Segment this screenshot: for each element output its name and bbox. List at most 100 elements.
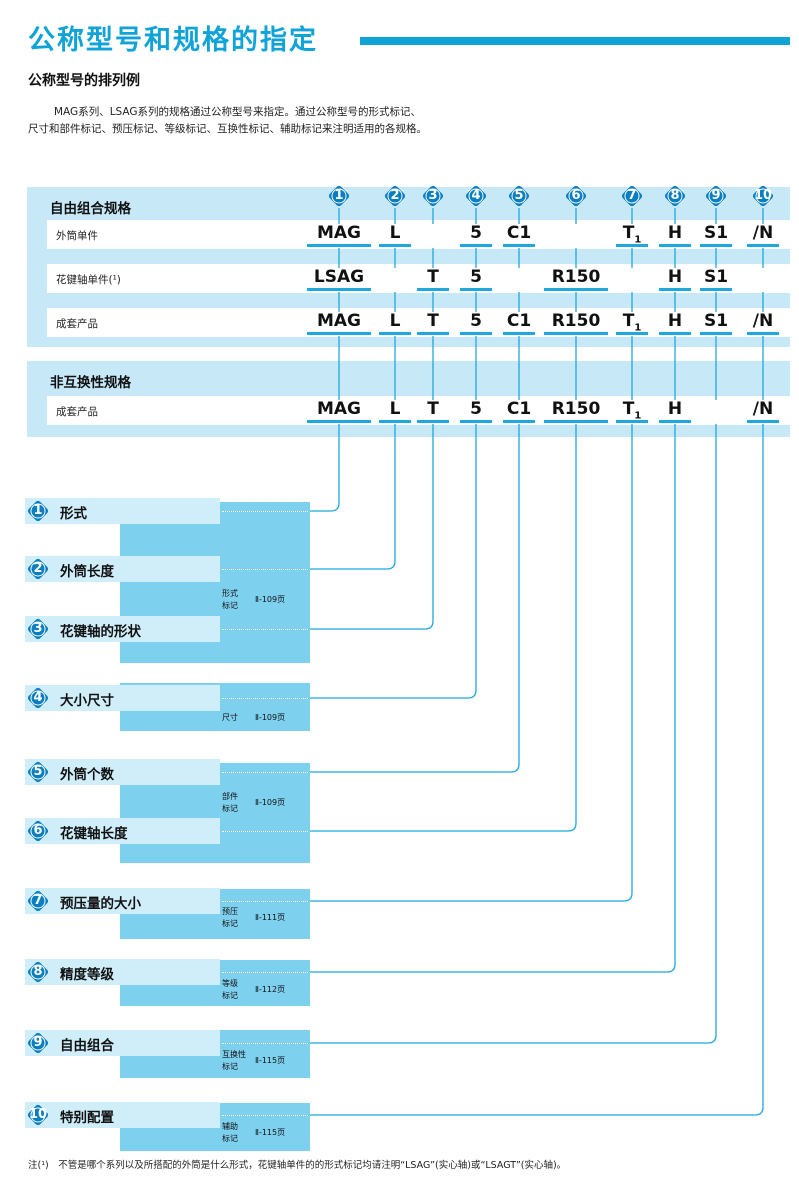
code-text: MAG <box>316 223 362 243</box>
column-badge-number: 2 <box>390 188 400 203</box>
column-badge-number: 4 <box>471 188 481 203</box>
diamond-badge-icon <box>384 185 406 207</box>
code-spline-shaft-3: T <box>398 267 468 287</box>
page-reference: Ⅱ-115页 <box>255 1128 286 1137</box>
item-connector-line <box>310 424 633 902</box>
group-label-line2: 标记 <box>222 991 238 1000</box>
code-non-interchangeable-set-4: 5 <box>441 399 511 419</box>
code-spline-shaft-8: H <box>640 267 710 287</box>
group-label: 等级标记 <box>222 978 238 1002</box>
group-label-line2: 标记 <box>222 1062 238 1071</box>
t-subscript: 1 <box>634 322 642 334</box>
code-text: /N <box>752 311 774 331</box>
code-underline <box>747 332 779 335</box>
code-underline <box>379 420 411 423</box>
item-number: 6 <box>33 823 43 838</box>
group-label: 形式标记 <box>222 588 238 612</box>
item-connector-line <box>310 424 340 512</box>
code-text: /N <box>752 399 774 419</box>
code-text: 5 <box>470 311 482 331</box>
item-number-badge: 1 <box>26 499 49 522</box>
spec-item-8 <box>25 959 220 985</box>
code-underline <box>460 420 492 423</box>
column-badge-number: 9 <box>711 188 721 203</box>
page-reference: Ⅱ-112页 <box>255 985 286 994</box>
code-text: S1 <box>703 267 729 287</box>
column-badge-3: 3 <box>421 184 445 208</box>
diamond-badge-icon <box>27 687 49 709</box>
code-set-7: T1 <box>597 311 667 333</box>
item-number-badge: 2 <box>26 557 49 580</box>
code-outer-cylinder-2: L <box>360 223 430 243</box>
item-connector-line <box>310 424 717 1044</box>
item-connector-line <box>310 424 676 973</box>
diamond-badge-icon <box>465 185 487 207</box>
interchangeable-heading: 自由组合规格 <box>50 201 131 217</box>
code-outer-cylinder-4: 5 <box>441 223 511 243</box>
group-label-line2: 标记 <box>222 1134 238 1143</box>
page-reference: Ⅱ-115页 <box>255 1056 286 1065</box>
spec-item-label: 外筒长度 <box>60 564 114 580</box>
code-text: T <box>427 311 439 331</box>
code-text: L <box>389 223 401 243</box>
t-subscript: 1 <box>634 410 642 422</box>
column-badge-number: 7 <box>627 188 637 203</box>
group-label-line2: 标记 <box>222 804 238 813</box>
code-underline <box>307 244 371 247</box>
diamond-badge-icon <box>565 185 587 207</box>
code-text: H <box>667 267 683 287</box>
code-underline <box>417 332 449 335</box>
diamond-badge-icon <box>621 185 643 207</box>
diamond-badge-icon <box>422 185 444 207</box>
code-underline <box>460 332 492 335</box>
non-interchangeable-heading: 非互换性规格 <box>50 375 131 391</box>
item-number-badge: 9 <box>26 1031 49 1054</box>
diamond-badge-icon <box>752 185 774 207</box>
group-label-line1: 预压 <box>222 907 238 916</box>
section-subtitle: 公称型号的排列例 <box>28 73 140 89</box>
column-badge-9: 9 <box>704 184 728 208</box>
spec-item-label: 精度等级 <box>60 967 114 983</box>
column-badge-2: 2 <box>383 184 407 208</box>
column-badge-number: 8 <box>670 188 680 203</box>
leader-dots <box>222 511 308 512</box>
code-set-10: /N <box>728 311 798 331</box>
page-reference: Ⅱ-111页 <box>255 913 286 922</box>
group-label-line1: 等级 <box>222 979 238 988</box>
intro-paragraph: MAG系列、LSAG系列的规格通过公称型号来指定。通过公称型号的形式标记、尺寸和… <box>28 106 427 135</box>
item-number: 4 <box>33 690 43 705</box>
code-set-2: L <box>360 311 430 331</box>
code-outer-cylinder-8: H <box>640 223 710 243</box>
item-connector-line <box>310 424 520 773</box>
leader-dots <box>222 1115 308 1116</box>
code-underline <box>659 332 691 335</box>
column-badge-6: 6 <box>564 184 588 208</box>
leader-dots <box>222 972 308 973</box>
code-underline <box>503 244 535 247</box>
column-badge-number: 6 <box>571 188 581 203</box>
code-text: C1 <box>506 311 532 331</box>
item-number: 1 <box>33 503 43 518</box>
code-underline <box>659 288 691 291</box>
code-text: MAG <box>316 311 362 331</box>
code-underline <box>379 244 411 247</box>
code-non-interchangeable-set-2: L <box>360 399 430 419</box>
code-underline <box>700 244 732 247</box>
title-rule <box>360 37 790 45</box>
code-outer-cylinder-10: /N <box>728 223 798 243</box>
page-reference: Ⅱ-109页 <box>255 595 286 604</box>
item-connector-line <box>310 424 477 699</box>
diamond-badge-icon <box>27 761 49 783</box>
group-label-line1: 尺寸 <box>222 713 238 722</box>
code-set-9: S1 <box>681 311 751 331</box>
column-badge-number: 5 <box>514 188 524 203</box>
diamond-badge-icon <box>27 618 49 640</box>
spec-item-9 <box>25 1030 220 1056</box>
code-underline <box>417 420 449 423</box>
code-underline <box>460 288 492 291</box>
group-label-line1: 互换性 <box>222 1050 246 1059</box>
spec-item-label: 花键轴长度 <box>60 826 128 842</box>
leader-dots <box>222 698 308 699</box>
group-label-line1: 形式 <box>222 589 238 598</box>
diamond-badge-icon <box>664 185 686 207</box>
